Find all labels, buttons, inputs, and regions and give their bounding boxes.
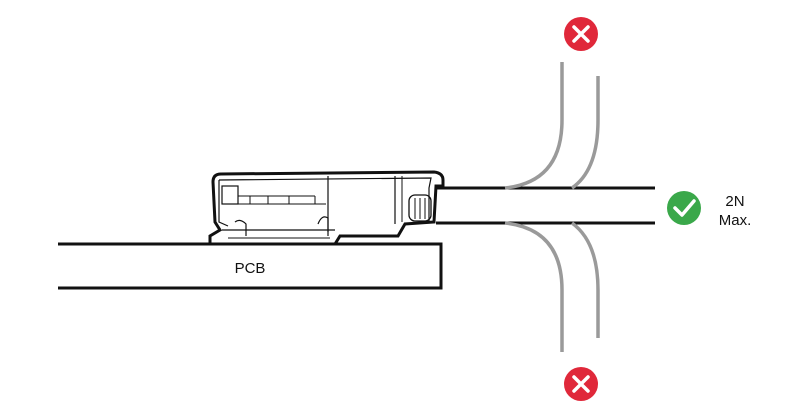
force-suffix: Max.: [719, 212, 752, 229]
connector-inner-frame: [218, 177, 432, 227]
cable-bent-up: [504, 62, 600, 190]
pcb-label: PCB: [235, 260, 266, 277]
contact-pin: [234, 219, 247, 236]
force-value: 2N: [725, 193, 744, 210]
check-mark: [673, 199, 696, 217]
ok-badge: [667, 191, 701, 225]
connector: [208, 170, 445, 246]
cable-bent-up-outer: [570, 76, 600, 190]
connector-housing: [208, 170, 445, 246]
x-mark: [572, 375, 590, 393]
latch-tab: [221, 185, 239, 205]
cable-grip: [408, 194, 432, 222]
x-mark: [572, 25, 590, 43]
cable-bent-down-outer: [570, 221, 600, 338]
check-icon: [667, 191, 701, 225]
cable-bent-down-inner: [504, 221, 564, 352]
cable-bent-up-inner: [504, 62, 564, 190]
cable-bent-down: [504, 221, 600, 352]
pcb-board: PCB: [58, 242, 443, 290]
contact-pin: [317, 216, 329, 236]
x-icon: [564, 17, 598, 51]
x-icon: [564, 367, 598, 401]
cable-straight: [436, 186, 655, 225]
